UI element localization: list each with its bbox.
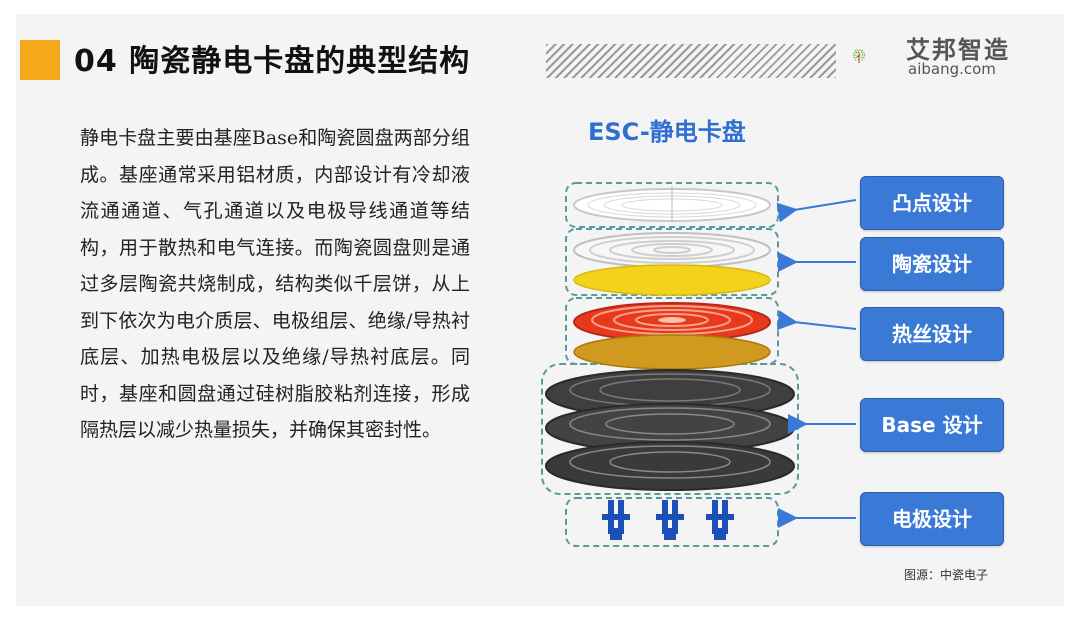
title-accent-square — [20, 40, 60, 80]
description-paragraph: 静电卡盘主要由基座Base和陶瓷圆盘两部分组成。基座通常采用铝材质，内部设计有冷… — [80, 127, 470, 441]
amber-disk — [573, 334, 771, 370]
bump-disk — [573, 186, 771, 222]
arrow-heater — [776, 310, 857, 331]
aibang-logo-icon — [852, 49, 866, 64]
bump-group-frame — [565, 182, 779, 228]
diagram-title: ESC-静电卡盘 — [588, 118, 746, 146]
image-source-caption: 图源：中瓷电子 — [904, 568, 989, 582]
label-electrode-design: 电极设计 — [860, 492, 1004, 546]
label-bump-design: 凸点设计 — [860, 176, 1004, 230]
ceramic-disk — [573, 232, 771, 268]
yellow-disk — [573, 264, 771, 296]
label-base-design: Base 设计 — [860, 398, 1004, 452]
base-disk-bottom — [545, 441, 795, 491]
label-ceramic-design: 陶瓷设计 — [860, 237, 1004, 291]
hatch-decoration — [546, 44, 836, 78]
arrow-bump — [776, 199, 857, 223]
electrode-pins — [602, 500, 734, 540]
label-heater-design: 热丝设计 — [860, 307, 1004, 361]
page-title: 04 陶瓷静电卡盘的典型结构 — [74, 44, 471, 79]
heater-disk — [573, 302, 771, 342]
logo-chinese-name: 艾邦智造 — [906, 36, 1010, 64]
logo-domain: aibang.com — [908, 60, 996, 78]
